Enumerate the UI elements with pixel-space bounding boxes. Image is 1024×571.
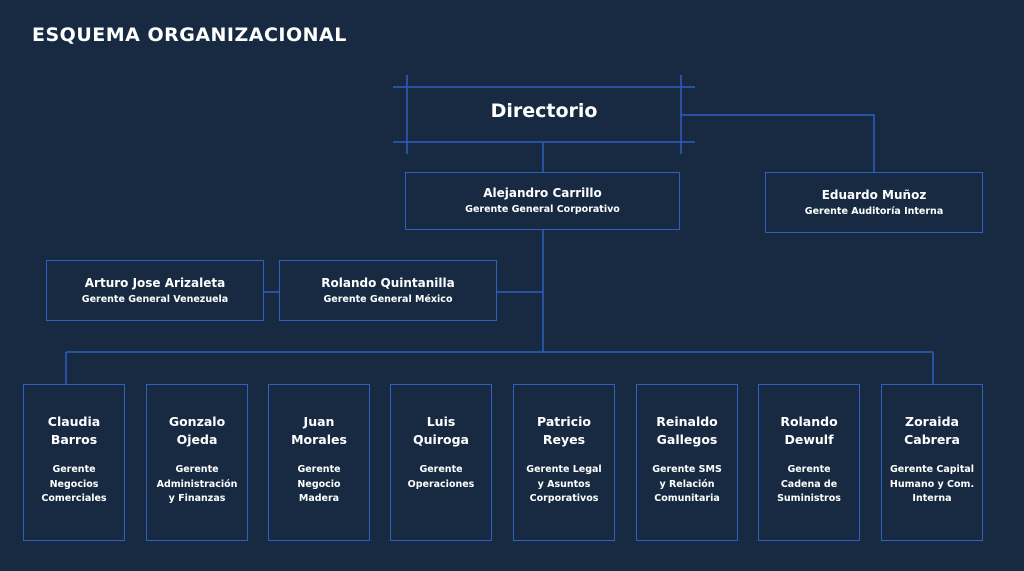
manager-name: Rolando Dewulf (780, 414, 838, 447)
manager-role: Gerente SMS y Relación Comunitaria (652, 464, 722, 504)
manager-role: Gerente Legal y Asuntos Corporativos (526, 464, 602, 504)
audit-name: Eduardo Muñoz (821, 187, 927, 202)
manager-role: Gerente Capital Humano y Com. Interna (889, 464, 975, 504)
manager-name: Gonzalo Ojeda (168, 414, 226, 447)
manager-box-dewulf: Rolando Dewulf Gerente Cadena de Suminis… (758, 384, 860, 541)
venezuela-name: Arturo Jose Arizaleta (84, 275, 226, 290)
manager-role: Gerente Negocio Madera (297, 464, 341, 504)
page-title: ESQUEMA ORGANIZACIONAL (32, 24, 347, 46)
manager-box-reyes: Patricio Reyes Gerente Legal y Asuntos C… (513, 384, 615, 541)
manager-name: Juan Morales (291, 414, 347, 447)
board-label: Directorio (490, 100, 598, 122)
ceo-box: Alejandro Carrillo Gerente General Corpo… (405, 172, 680, 230)
manager-box-cabrera: Zoraida Cabrera Gerente Capital Humano y… (881, 384, 983, 541)
mexico-box: Rolando Quintanilla Gerente General Méxi… (279, 260, 497, 321)
manager-name: Luis Quiroga (413, 414, 469, 447)
ceo-role: Gerente General Corporativo (465, 204, 620, 215)
manager-box-quiroga: Luis Quiroga Gerente Operaciones (390, 384, 492, 541)
mexico-name: Rolando Quintanilla (321, 275, 455, 290)
manager-name: Patricio Reyes (537, 414, 591, 447)
manager-name: Reinaldo Gallegos (656, 414, 718, 447)
manager-role: Gerente Negocios Comerciales (41, 464, 107, 504)
audit-box: Eduardo Muñoz Gerente Auditoría Interna (765, 172, 983, 233)
mexico-role: Gerente General México (323, 293, 453, 305)
manager-role: Gerente Cadena de Suministros (777, 464, 841, 504)
ceo-name: Alejandro Carrillo (483, 186, 602, 200)
board-audit-connector (681, 114, 875, 172)
manager-role: Gerente Operaciones (407, 464, 475, 490)
manager-box-ojeda: Gonzalo Ojeda Gerente Administración y F… (146, 384, 248, 541)
manager-name: Zoraida Cabrera (904, 414, 960, 447)
audit-role: Gerente Auditoría Interna (804, 205, 944, 217)
venezuela-box: Arturo Jose Arizaleta Gerente General Ve… (46, 260, 264, 321)
manager-name: Claudia Barros (47, 414, 101, 447)
manager-role: Gerente Administración y Finanzas (156, 464, 238, 504)
venezuela-role: Gerente General Venezuela (81, 293, 229, 305)
manager-box-gallegos: Reinaldo Gallegos Gerente SMS y Relación… (636, 384, 738, 541)
manager-box-morales: Juan Morales Gerente Negocio Madera (268, 384, 370, 541)
manager-box-barros: Claudia Barros Gerente Negocios Comercia… (23, 384, 125, 541)
